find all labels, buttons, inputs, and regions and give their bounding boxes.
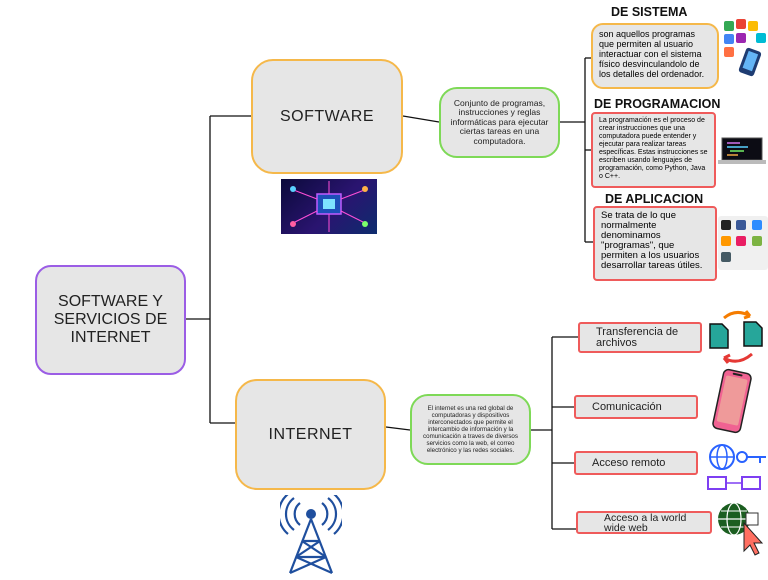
root-label: SOFTWARE Y SERVICIOS DE INTERNET	[53, 293, 168, 346]
file-transfer-icon	[706, 308, 768, 366]
service-acceso-remoto[interactable]: Acceso remoto	[574, 451, 698, 475]
sistema-node[interactable]: son aquellos programas que permiten al u…	[591, 23, 719, 89]
programacion-text: La programación es el proceso de crear i…	[599, 117, 708, 180]
programacion-node[interactable]: La programación es el proceso de crear i…	[591, 112, 716, 188]
app-icons-cluster	[722, 17, 768, 79]
phone-apps-icon	[716, 214, 768, 270]
circuit-chip-image	[281, 179, 377, 234]
programacion-title: DE PROGRAMACION	[594, 97, 721, 111]
laptop-code-icon	[718, 137, 766, 165]
world-wide-web-icon	[712, 501, 768, 557]
sistema-text: son aquellos programas que permiten al u…	[599, 29, 705, 79]
internet-label: INTERNET	[268, 425, 353, 443]
service-label: Acceso remoto	[592, 456, 666, 469]
software-node[interactable]: SOFTWARE	[251, 59, 403, 174]
sistema-title: DE SISTEMA	[611, 5, 688, 19]
service-www[interactable]: Acceso a la world wide web	[576, 511, 712, 534]
service-label: Acceso a la world wide web	[604, 511, 687, 534]
aplicacion-node[interactable]: Se trata de lo que normalmente denominam…	[593, 206, 717, 281]
internet-description-text: El internet es una red global de computa…	[423, 405, 518, 454]
service-comunicacion[interactable]: Comunicación	[574, 395, 698, 419]
aplicacion-text: Se trata de lo que normalmente denominam…	[601, 210, 703, 271]
root-node[interactable]: SOFTWARE Y SERVICIOS DE INTERNET	[35, 265, 186, 375]
aplicacion-title: DE APLICACION	[605, 192, 704, 206]
software-description-text: Conjunto de programas, instrucciones y r…	[450, 97, 549, 146]
software-label: SOFTWARE	[279, 107, 375, 125]
service-label: Transferencia de archivos	[596, 325, 679, 349]
internet-node[interactable]: INTERNET	[235, 379, 386, 490]
antenna-tower-icon	[277, 493, 345, 575]
remote-access-icon	[706, 441, 768, 495]
service-transferencia[interactable]: Transferencia de archivos	[578, 322, 702, 353]
service-label: Comunicación	[592, 400, 662, 413]
software-description: Conjunto de programas, instrucciones y r…	[439, 87, 560, 158]
smartphone-icon	[708, 368, 756, 434]
internet-description: El internet es una red global de computa…	[410, 394, 531, 465]
